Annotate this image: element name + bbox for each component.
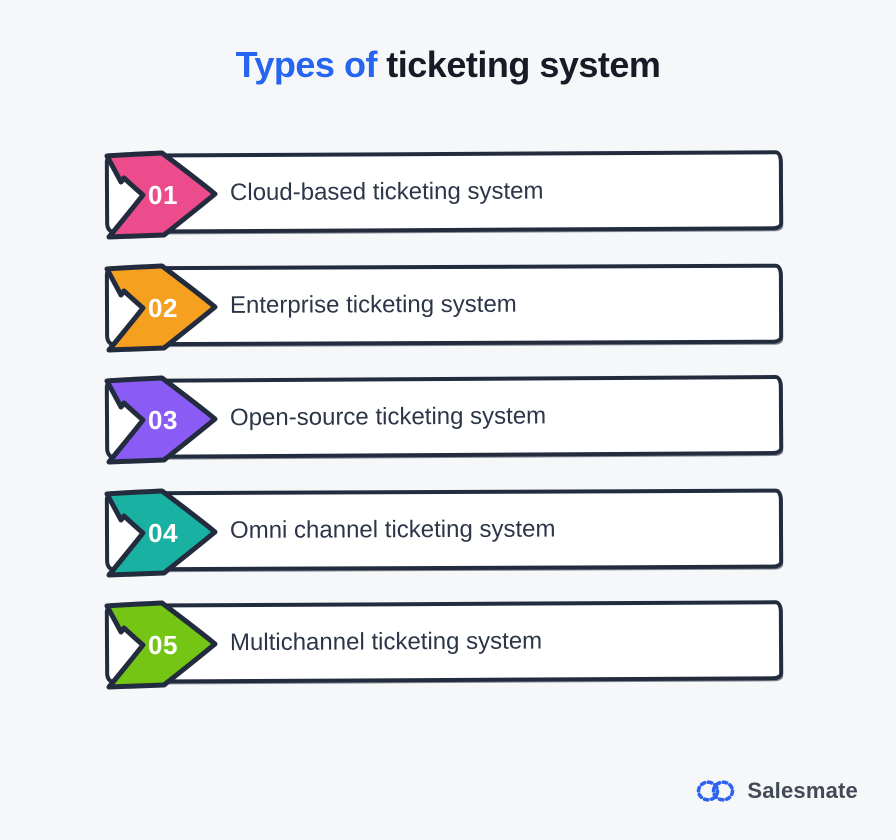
arrow-badge: 02: [98, 261, 222, 353]
list-item: Open-source ticketing system 03: [98, 373, 788, 467]
item-number: 03: [148, 405, 178, 435]
chevron-arrow-icon: [104, 263, 218, 353]
item-number: 01: [148, 180, 178, 210]
arrow-badge: 05: [98, 598, 222, 690]
chevron-arrow-icon: [104, 150, 218, 240]
title-highlight: Types of: [235, 44, 378, 85]
item-number: 04: [148, 518, 178, 548]
item-label: Cloud-based ticketing system: [229, 177, 544, 207]
arrow-badge: 03: [98, 373, 222, 465]
title-rest: ticketing system: [386, 44, 661, 85]
chevron-arrow-icon: [104, 600, 218, 690]
brand-footer: Salesmate: [695, 778, 858, 804]
item-label: Enterprise ticketing system: [229, 290, 517, 319]
list-item: Cloud-based ticketing system 01: [100, 150, 788, 242]
chevron-arrow-icon: [104, 488, 218, 578]
item-label: Omni channel ticketing system: [229, 515, 556, 544]
chain-link-dashed-icon: [697, 780, 735, 802]
list-item: Enterprise ticketing system 02: [100, 263, 788, 355]
list-item: Omni channel ticketing system 04: [100, 488, 788, 580]
list-item: Multichannel ticketing system 05: [100, 600, 788, 692]
item-number: 05: [148, 630, 178, 660]
chevron-arrow-icon: [104, 375, 218, 465]
brand-name: Salesmate: [747, 778, 858, 803]
item-label: Multichannel ticketing system: [229, 627, 543, 657]
item-number: 02: [148, 293, 178, 323]
arrow-badge: 01: [98, 148, 222, 240]
item-label: Open-source ticketing system: [229, 402, 547, 432]
arrow-badge: 04: [98, 486, 222, 578]
